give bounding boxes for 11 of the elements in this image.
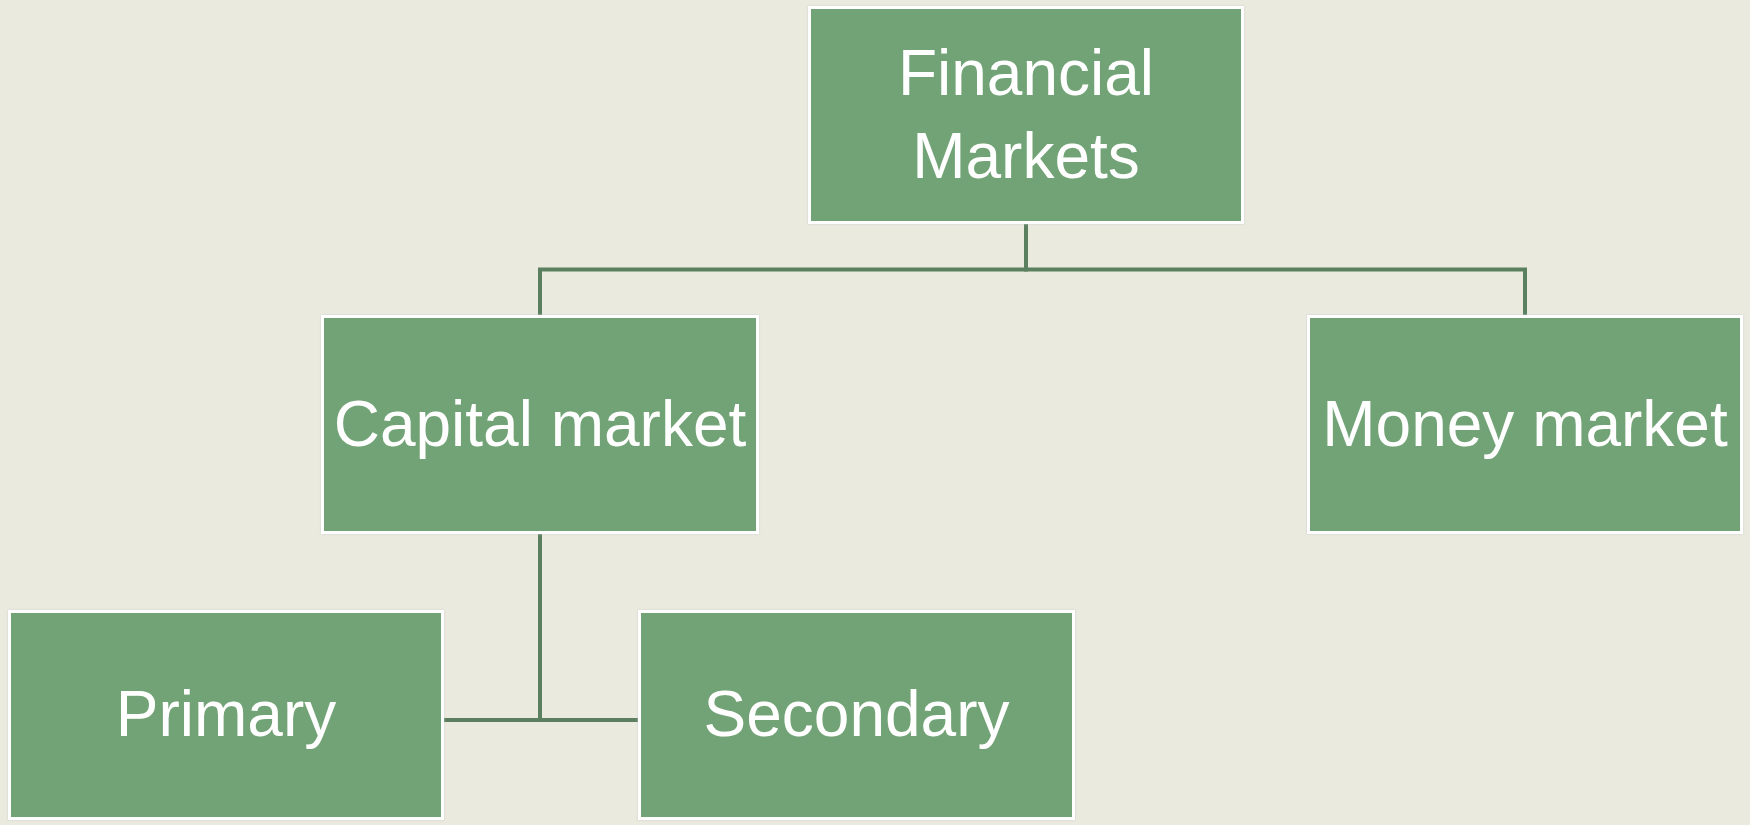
connector-line bbox=[538, 534, 638, 722]
box-label: Capital market bbox=[333, 386, 747, 462]
box-label: Money market bbox=[1322, 386, 1728, 462]
box-label: Financial Markets bbox=[896, 35, 1156, 194]
category-box bbox=[321, 315, 759, 534]
category-box bbox=[8, 610, 444, 820]
category-box bbox=[638, 610, 1075, 820]
category-box bbox=[808, 6, 1244, 224]
box-label: Secondary bbox=[703, 677, 1010, 753]
box-label: Primary bbox=[115, 677, 337, 753]
category-box bbox=[1307, 315, 1743, 534]
